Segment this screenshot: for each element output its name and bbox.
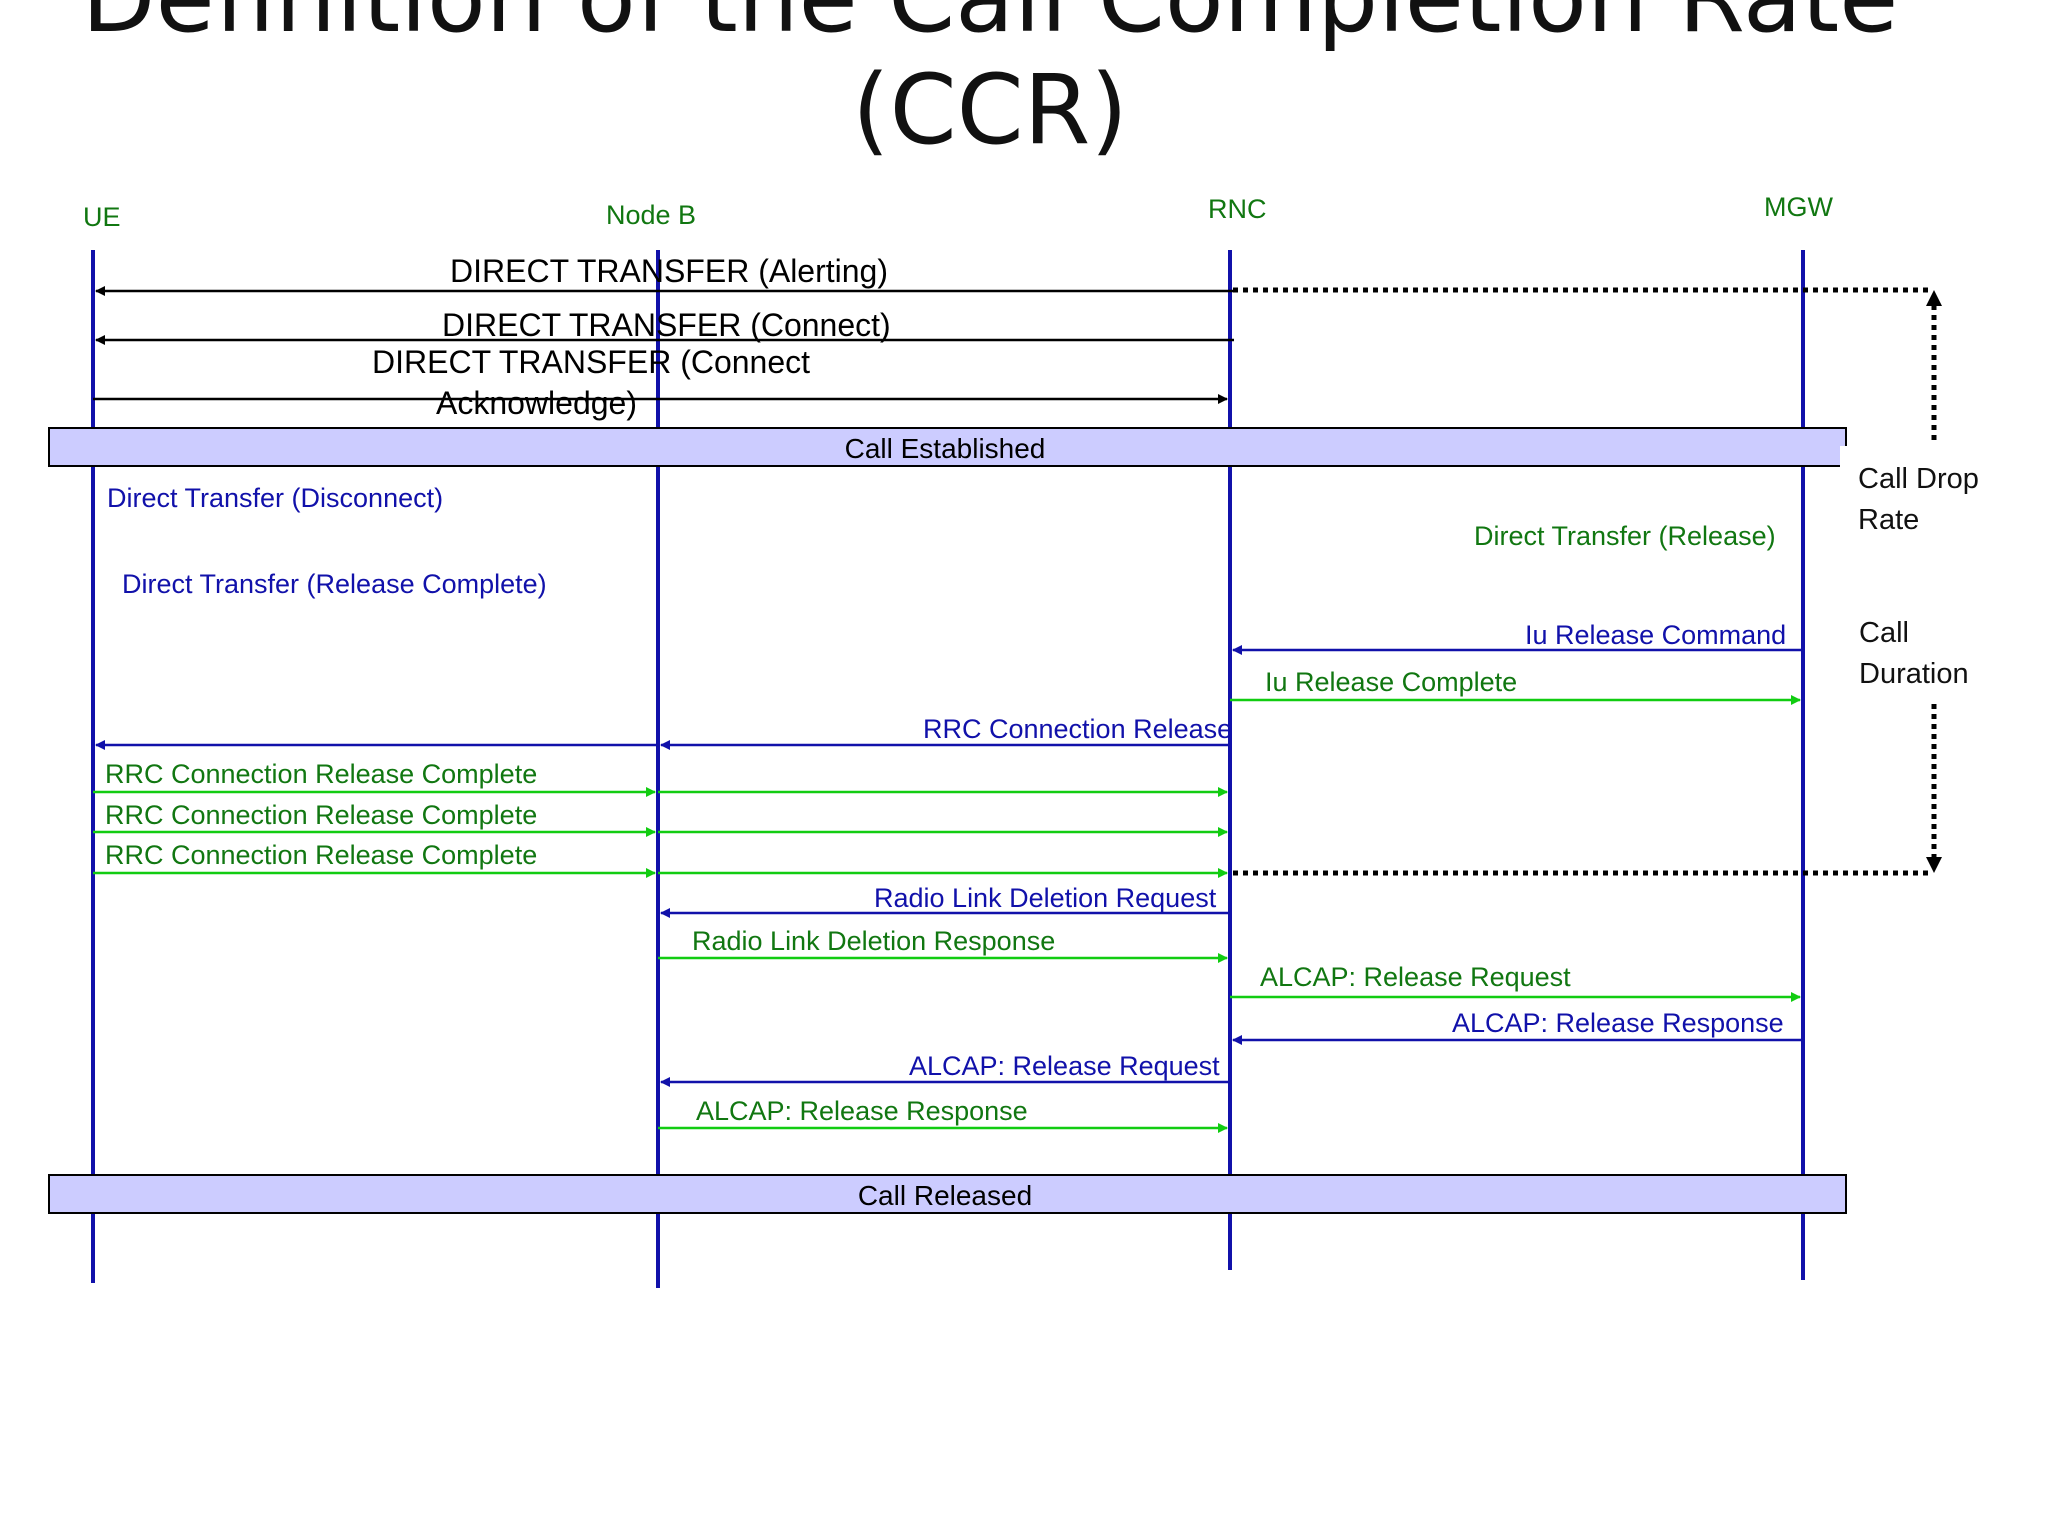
side-label-call-drop-rate: Rate [1858, 504, 1919, 536]
phase-bar-label: Call Established [845, 433, 1046, 464]
message-label: Direct Transfer (Release) [1474, 521, 1776, 551]
side-label-call-duration: Call [1859, 617, 1909, 649]
participant-label-ue: UE [83, 202, 121, 232]
message-label: ALCAP: Release Response [696, 1096, 1028, 1126]
message-label: Radio Link Deletion Response [692, 926, 1055, 956]
message-label: Direct Transfer (Disconnect) [107, 483, 443, 513]
participant-label-mgw: MGW [1764, 192, 1833, 222]
side-label-call-drop-rate: Call Drop [1858, 463, 1979, 495]
message-label: Iu Release Complete [1265, 667, 1517, 697]
participant-label-nodeb: Node B [606, 200, 696, 230]
arrowhead-up [1926, 290, 1942, 306]
message-label: Acknowledge) [436, 385, 637, 421]
message-label: Direct Transfer (Release Complete) [122, 569, 547, 599]
label-backdrop [1840, 446, 1990, 696]
participant-label-rnc: RNC [1208, 194, 1267, 224]
side-label-call-duration: Duration [1859, 658, 1969, 690]
slide-title: Definition of the Call Completion Rate (… [82, 0, 1899, 166]
phase-bar-label: Call Released [858, 1180, 1032, 1211]
message-label: DIRECT TRANSFER (Connect) [442, 307, 891, 343]
message-label: ALCAP: Release Response [1452, 1008, 1784, 1038]
message-label: Iu Release Command [1525, 620, 1786, 650]
message-label: RRC Connection Release Complete [105, 759, 537, 789]
message-label: RRC Connection Release [923, 714, 1232, 744]
message-label: DIRECT TRANSFER (Connect [372, 344, 810, 380]
message-label: ALCAP: Release Request [909, 1051, 1220, 1081]
arrowhead-down [1926, 857, 1942, 873]
message-label: RRC Connection Release Complete [105, 800, 537, 830]
message-label: DIRECT TRANSFER (Alerting) [450, 253, 888, 289]
message-label: Radio Link Deletion Request [874, 883, 1217, 913]
message-label: RRC Connection Release Complete [105, 840, 537, 870]
message-label: ALCAP: Release Request [1260, 962, 1571, 992]
phase-bar [48, 1174, 1847, 1214]
